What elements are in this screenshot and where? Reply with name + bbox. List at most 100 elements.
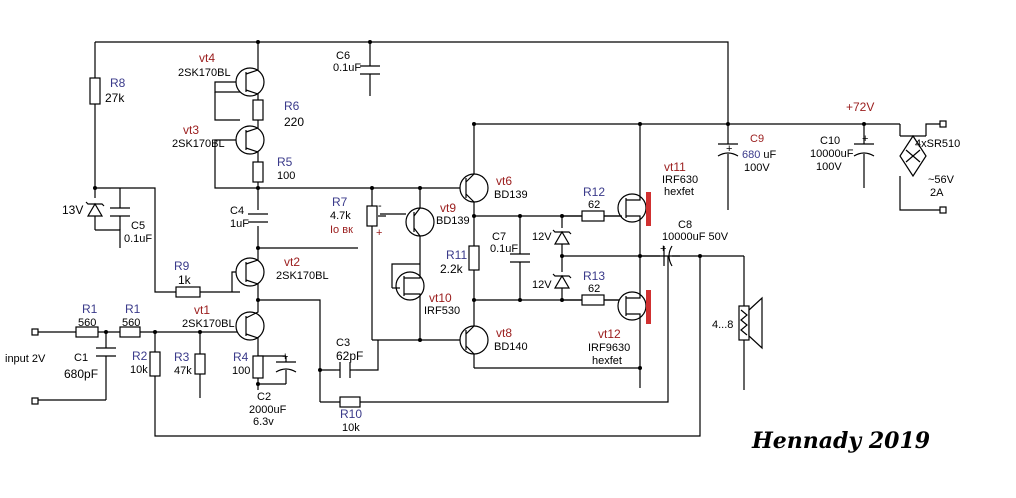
c9-unit: uF xyxy=(763,149,776,161)
supply-voltage: +72V xyxy=(846,100,874,114)
vt12-ref: vt12 xyxy=(598,327,621,341)
r7-note: Io вк xyxy=(330,224,353,236)
c9-val2: 100V xyxy=(744,162,770,174)
r1b-ref: R1 xyxy=(125,302,141,316)
r12-resistor xyxy=(581,210,605,222)
speaker-label: 4...8 xyxy=(712,319,733,331)
c4-val: 1uF xyxy=(230,218,249,230)
signature: Hennady 2019 xyxy=(751,428,930,454)
vt12-heatsink-icon xyxy=(646,290,651,324)
c9-val-line: 680 uF xyxy=(742,149,777,161)
r11-ref: R11 xyxy=(446,248,467,262)
capacitors xyxy=(96,65,875,378)
c1-val: 680pF xyxy=(64,367,98,381)
r3-val: 47k xyxy=(174,365,192,377)
c1-ref: C1 xyxy=(74,352,88,364)
r1a-val: 560 xyxy=(78,317,96,329)
vt11-mosfet-icon xyxy=(617,193,647,223)
c10-val: 10000uF xyxy=(810,148,854,160)
zener-12v-b-icon xyxy=(553,274,571,289)
speaker-cone-icon xyxy=(748,296,763,350)
c2-val: 2000uF xyxy=(249,404,287,416)
r11-resistor xyxy=(468,245,480,271)
r10-val: 10k xyxy=(342,422,360,434)
c2-ref: C2 xyxy=(257,391,271,403)
ac-terminal-2-icon xyxy=(939,206,947,214)
terminals xyxy=(31,120,947,405)
zener-13v-icon xyxy=(86,202,104,217)
vt6-bjt-icon xyxy=(459,173,489,203)
vt11-val: IRF630 xyxy=(662,174,698,186)
labels: vt4 2SK170BL R6 220 vt3 2SK170BL R5 100 … xyxy=(5,50,960,454)
c10-plus: + xyxy=(862,133,868,145)
vt4-val: 2SK170BL xyxy=(178,67,231,79)
z12b-val: 12V xyxy=(532,279,552,291)
c10-val2: 100V xyxy=(816,161,842,173)
r12-val: 62 xyxy=(588,199,600,211)
r1b-val: 560 xyxy=(122,317,140,329)
vt10-mosfet-icon xyxy=(395,271,425,301)
r1b-resistor xyxy=(119,326,141,338)
heatsinks xyxy=(646,192,651,324)
vt11-heatsink-icon xyxy=(646,192,651,226)
r2-resistor xyxy=(149,351,161,377)
r13-resistor xyxy=(581,294,605,306)
zener-12v-a-icon xyxy=(553,230,571,245)
r10-ref: R10 xyxy=(340,407,362,421)
c2-plus: + xyxy=(282,351,288,363)
r7-minus: - xyxy=(378,200,382,212)
r11-val: 2.2k xyxy=(440,262,464,276)
r10-resistor xyxy=(339,396,361,408)
r5-ref: R5 xyxy=(277,155,293,169)
vt9-val: BD139 xyxy=(436,215,470,227)
r6-resistor xyxy=(252,99,264,121)
r7-val: 4.7k xyxy=(330,210,351,222)
c6-ref: C6 xyxy=(336,50,350,62)
z12a-val: 12V xyxy=(532,231,552,243)
junctions xyxy=(93,40,866,386)
c8-plus: + xyxy=(660,243,666,255)
c7-ref: C7 xyxy=(492,231,506,243)
r2-val: 10k xyxy=(130,364,148,376)
vt2-val: 2SK170BL xyxy=(276,270,329,282)
r13-val: 62 xyxy=(588,283,600,295)
r5-resistor xyxy=(252,161,264,183)
r8-val: 27k xyxy=(105,91,125,105)
c9-ref: C9 xyxy=(750,133,764,145)
c9-val: 680 xyxy=(742,149,760,161)
vt4-ref: vt4 xyxy=(199,51,215,65)
input-label: input 2V xyxy=(5,353,46,365)
c8-val: 10000uF 50V xyxy=(662,231,729,243)
vt12-mosfet-icon xyxy=(617,291,647,321)
vt11-val2: hexfet xyxy=(664,186,694,198)
vt1-val: 2SK170BL xyxy=(182,318,235,330)
vt6-val: BD139 xyxy=(494,189,528,201)
vt3-jfet-icon xyxy=(235,125,265,155)
r6-ref: R6 xyxy=(284,99,300,113)
zener13-val: 13V xyxy=(62,203,83,217)
c10-ref: C10 xyxy=(820,135,840,147)
ac-current: 2A xyxy=(930,187,944,199)
resistors xyxy=(75,77,750,408)
transistors xyxy=(235,66,647,356)
r12-ref: R12 xyxy=(583,185,605,199)
vt10-ref: vt10 xyxy=(429,291,452,305)
vt2-jfet-icon xyxy=(235,257,265,287)
speaker-zigzag xyxy=(740,309,748,336)
c7-val: 0.1uF xyxy=(490,243,518,255)
vt9-bjt-icon xyxy=(405,207,435,237)
r2-ref: R2 xyxy=(132,349,148,363)
r7-plus: + xyxy=(376,227,382,239)
r3-resistor xyxy=(194,353,206,375)
r7-ref: R7 xyxy=(332,195,348,209)
vt2-ref: vt2 xyxy=(284,255,300,269)
r8-ref: R8 xyxy=(110,76,126,90)
vt11-ref: vt11 xyxy=(664,160,686,174)
vt1-jfet-icon xyxy=(235,311,265,341)
vt8-val: BD140 xyxy=(494,341,528,353)
c3-ref: C3 xyxy=(336,337,350,349)
r7-trimmer xyxy=(366,205,378,227)
c2-val2: 6.3v xyxy=(253,416,274,428)
c5-val: 0.1uF xyxy=(124,233,152,245)
